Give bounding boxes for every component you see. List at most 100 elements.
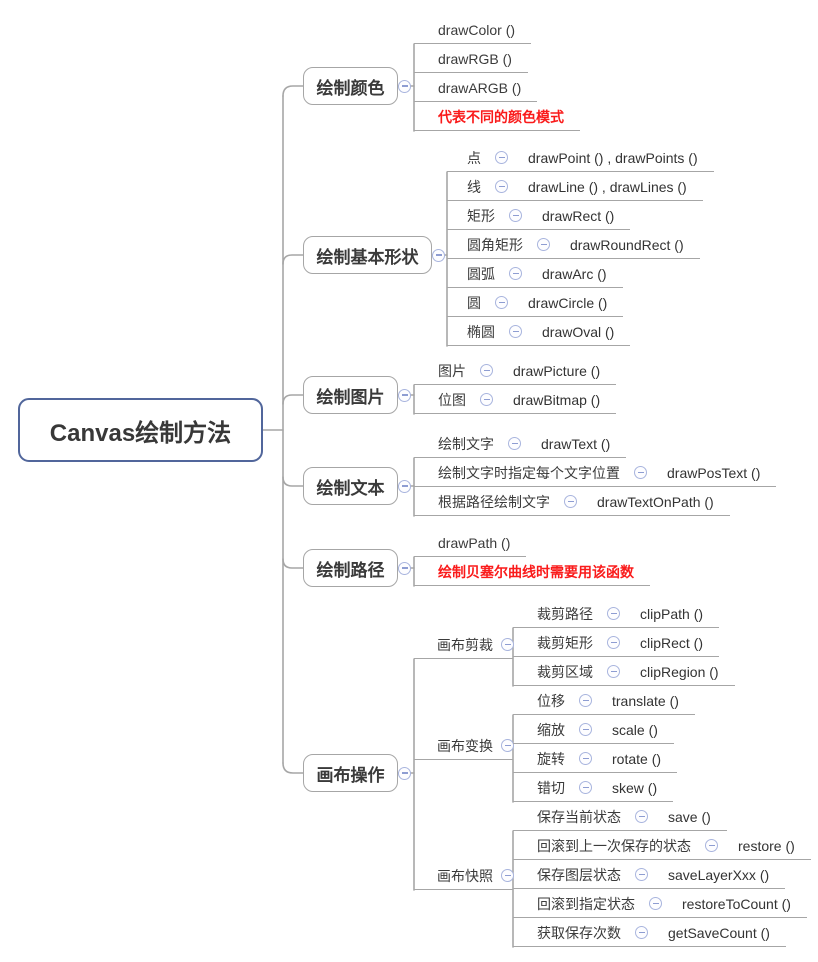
collapse-toggle-shape-roundrect[interactable] [537,238,550,251]
collapse-toggle-snap-savelayer[interactable] [635,868,648,881]
branch-node-draw-text[interactable]: 绘制文本 [303,467,398,505]
node-function-pic-bitmap[interactable]: drawBitmap () [513,391,601,408]
collapse-toggle-draw-text[interactable] [398,479,411,493]
collapse-toggle-snap-restore[interactable] [705,839,718,852]
collapse-toggle-shape-oval[interactable] [509,325,522,338]
node-note-bezier[interactable]: 绘制贝塞尔曲线时需要用该函数 [414,558,650,586]
collapse-toggle-snap-restoretocount[interactable] [649,897,662,910]
node-function-clip-path[interactable]: clipPath () [640,605,704,622]
node-function-shape-oval[interactable]: drawOval () [542,323,615,340]
collapse-toggle-draw-picture[interactable] [398,388,411,402]
node-note-color-mode[interactable]: 代表不同的颜色模式 [414,103,580,131]
collapse-toggle-clip-rect[interactable] [607,636,620,649]
collapse-toggle-canvas-snapshot[interactable] [501,869,514,882]
node-function-snap-save[interactable]: save () [668,808,711,825]
collapse-toggle-tf-skew[interactable] [579,781,592,794]
collapse-toggle-text-postext[interactable] [634,466,647,479]
node-function-snap-getsavecount[interactable]: getSaveCount () [668,924,770,941]
node-function-text-drawtext[interactable]: drawText () [541,435,611,452]
root-node-canvas-draw-methods[interactable]: Canvas绘制方法 [18,398,263,462]
branch-node-draw-path[interactable]: 绘制路径 [303,549,398,587]
collapse-toggle-pic-picture[interactable] [480,364,493,377]
node-function-shape-arc[interactable]: drawArc () [542,265,607,282]
sub-branch-node-canvas-transform[interactable]: 画布变换 [414,732,514,760]
collapse-toggle-text-onpath[interactable] [564,495,577,508]
node-function-clip-region[interactable]: clipRegion () [640,663,719,680]
collapse-toggle-canvas-transform[interactable] [501,739,514,752]
node-function-shape-circle[interactable]: drawCircle () [528,294,608,311]
node-function-clip-rect[interactable]: clipRect () [640,634,704,651]
minus-icon [498,301,505,304]
node-snap-savelayer[interactable]: 保存图层状态 saveLayerXxx () [513,861,786,889]
sub-branch-node-canvas-clip[interactable]: 画布剪裁 [414,631,514,659]
node-function-tf-translate[interactable]: translate () [612,692,679,709]
node-function-shape-roundrect[interactable]: drawRoundRect () [570,236,684,253]
collapse-toggle-shape-line[interactable] [495,180,508,193]
collapse-toggle-canvas-ops[interactable] [398,766,411,780]
branch-node-draw-color[interactable]: 绘制颜色 [303,67,398,105]
collapse-toggle-pic-bitmap[interactable] [480,393,493,406]
node-fn-drawrgb[interactable]: drawRGB () [414,45,528,73]
node-fn-drawpath[interactable]: drawPath () [414,529,527,557]
node-function-shape-rect[interactable]: drawRect () [542,207,615,224]
collapse-toggle-text-drawtext[interactable] [508,437,521,450]
collapse-toggle-shape-point[interactable] [495,151,508,164]
collapse-toggle-draw-path[interactable] [398,561,411,575]
node-function-tf-scale[interactable]: scale () [612,721,658,738]
node-function-text-postext[interactable]: drawPosText () [667,464,761,481]
collapse-toggle-shape-arc[interactable] [509,267,522,280]
node-function-text-onpath[interactable]: drawTextOnPath () [597,493,714,510]
collapse-toggle-tf-scale[interactable] [579,723,592,736]
node-text-drawtext[interactable]: 绘制文字 drawText () [414,430,627,458]
sub-branch-node-canvas-snapshot[interactable]: 画布快照 [414,862,514,890]
node-function-shape-point[interactable]: drawPoint () , drawPoints () [528,149,698,166]
node-fn-drawcolor[interactable]: drawColor () [414,16,532,44]
node-function-shape-line[interactable]: drawLine () , drawLines () [528,178,687,195]
collapse-toggle-canvas-clip[interactable] [501,638,514,651]
branch-node-draw-picture[interactable]: 绘制图片 [303,376,398,414]
collapse-toggle-tf-translate[interactable] [579,694,592,707]
node-label-text-drawtext: 绘制文字 [438,435,494,452]
node-fn-drawargb[interactable]: drawARGB () [414,74,538,102]
collapse-toggle-snap-getsavecount[interactable] [635,926,648,939]
node-function-tf-skew[interactable]: skew () [612,779,658,796]
node-function-tf-rotate[interactable]: rotate () [612,750,662,767]
collapse-toggle-draw-color[interactable] [398,79,411,93]
node-function-snap-restore[interactable]: restore () [738,837,795,854]
collapse-toggle-shape-circle[interactable] [495,296,508,309]
collapse-toggle-clip-path[interactable] [607,607,620,620]
node-function-snap-restoretocount[interactable]: restoreToCount () [682,895,791,912]
node-function-snap-savelayer[interactable]: saveLayerXxx () [668,866,770,883]
collapse-toggle-tf-rotate[interactable] [579,752,592,765]
collapse-toggle-draw-basic-shapes[interactable] [432,248,445,262]
node-function-pic-picture[interactable]: drawPicture () [513,362,601,379]
collapse-toggle-clip-region[interactable] [607,665,620,678]
collapse-toggle-snap-save[interactable] [635,810,648,823]
collapse-toggle-shape-rect[interactable] [509,209,522,222]
branch-node-draw-basic-shapes[interactable]: 绘制基本形状 [303,236,432,274]
node-label-snap-savelayer: 保存图层状态 [537,866,621,883]
branch-node-canvas-ops[interactable]: 画布操作 [303,754,398,792]
